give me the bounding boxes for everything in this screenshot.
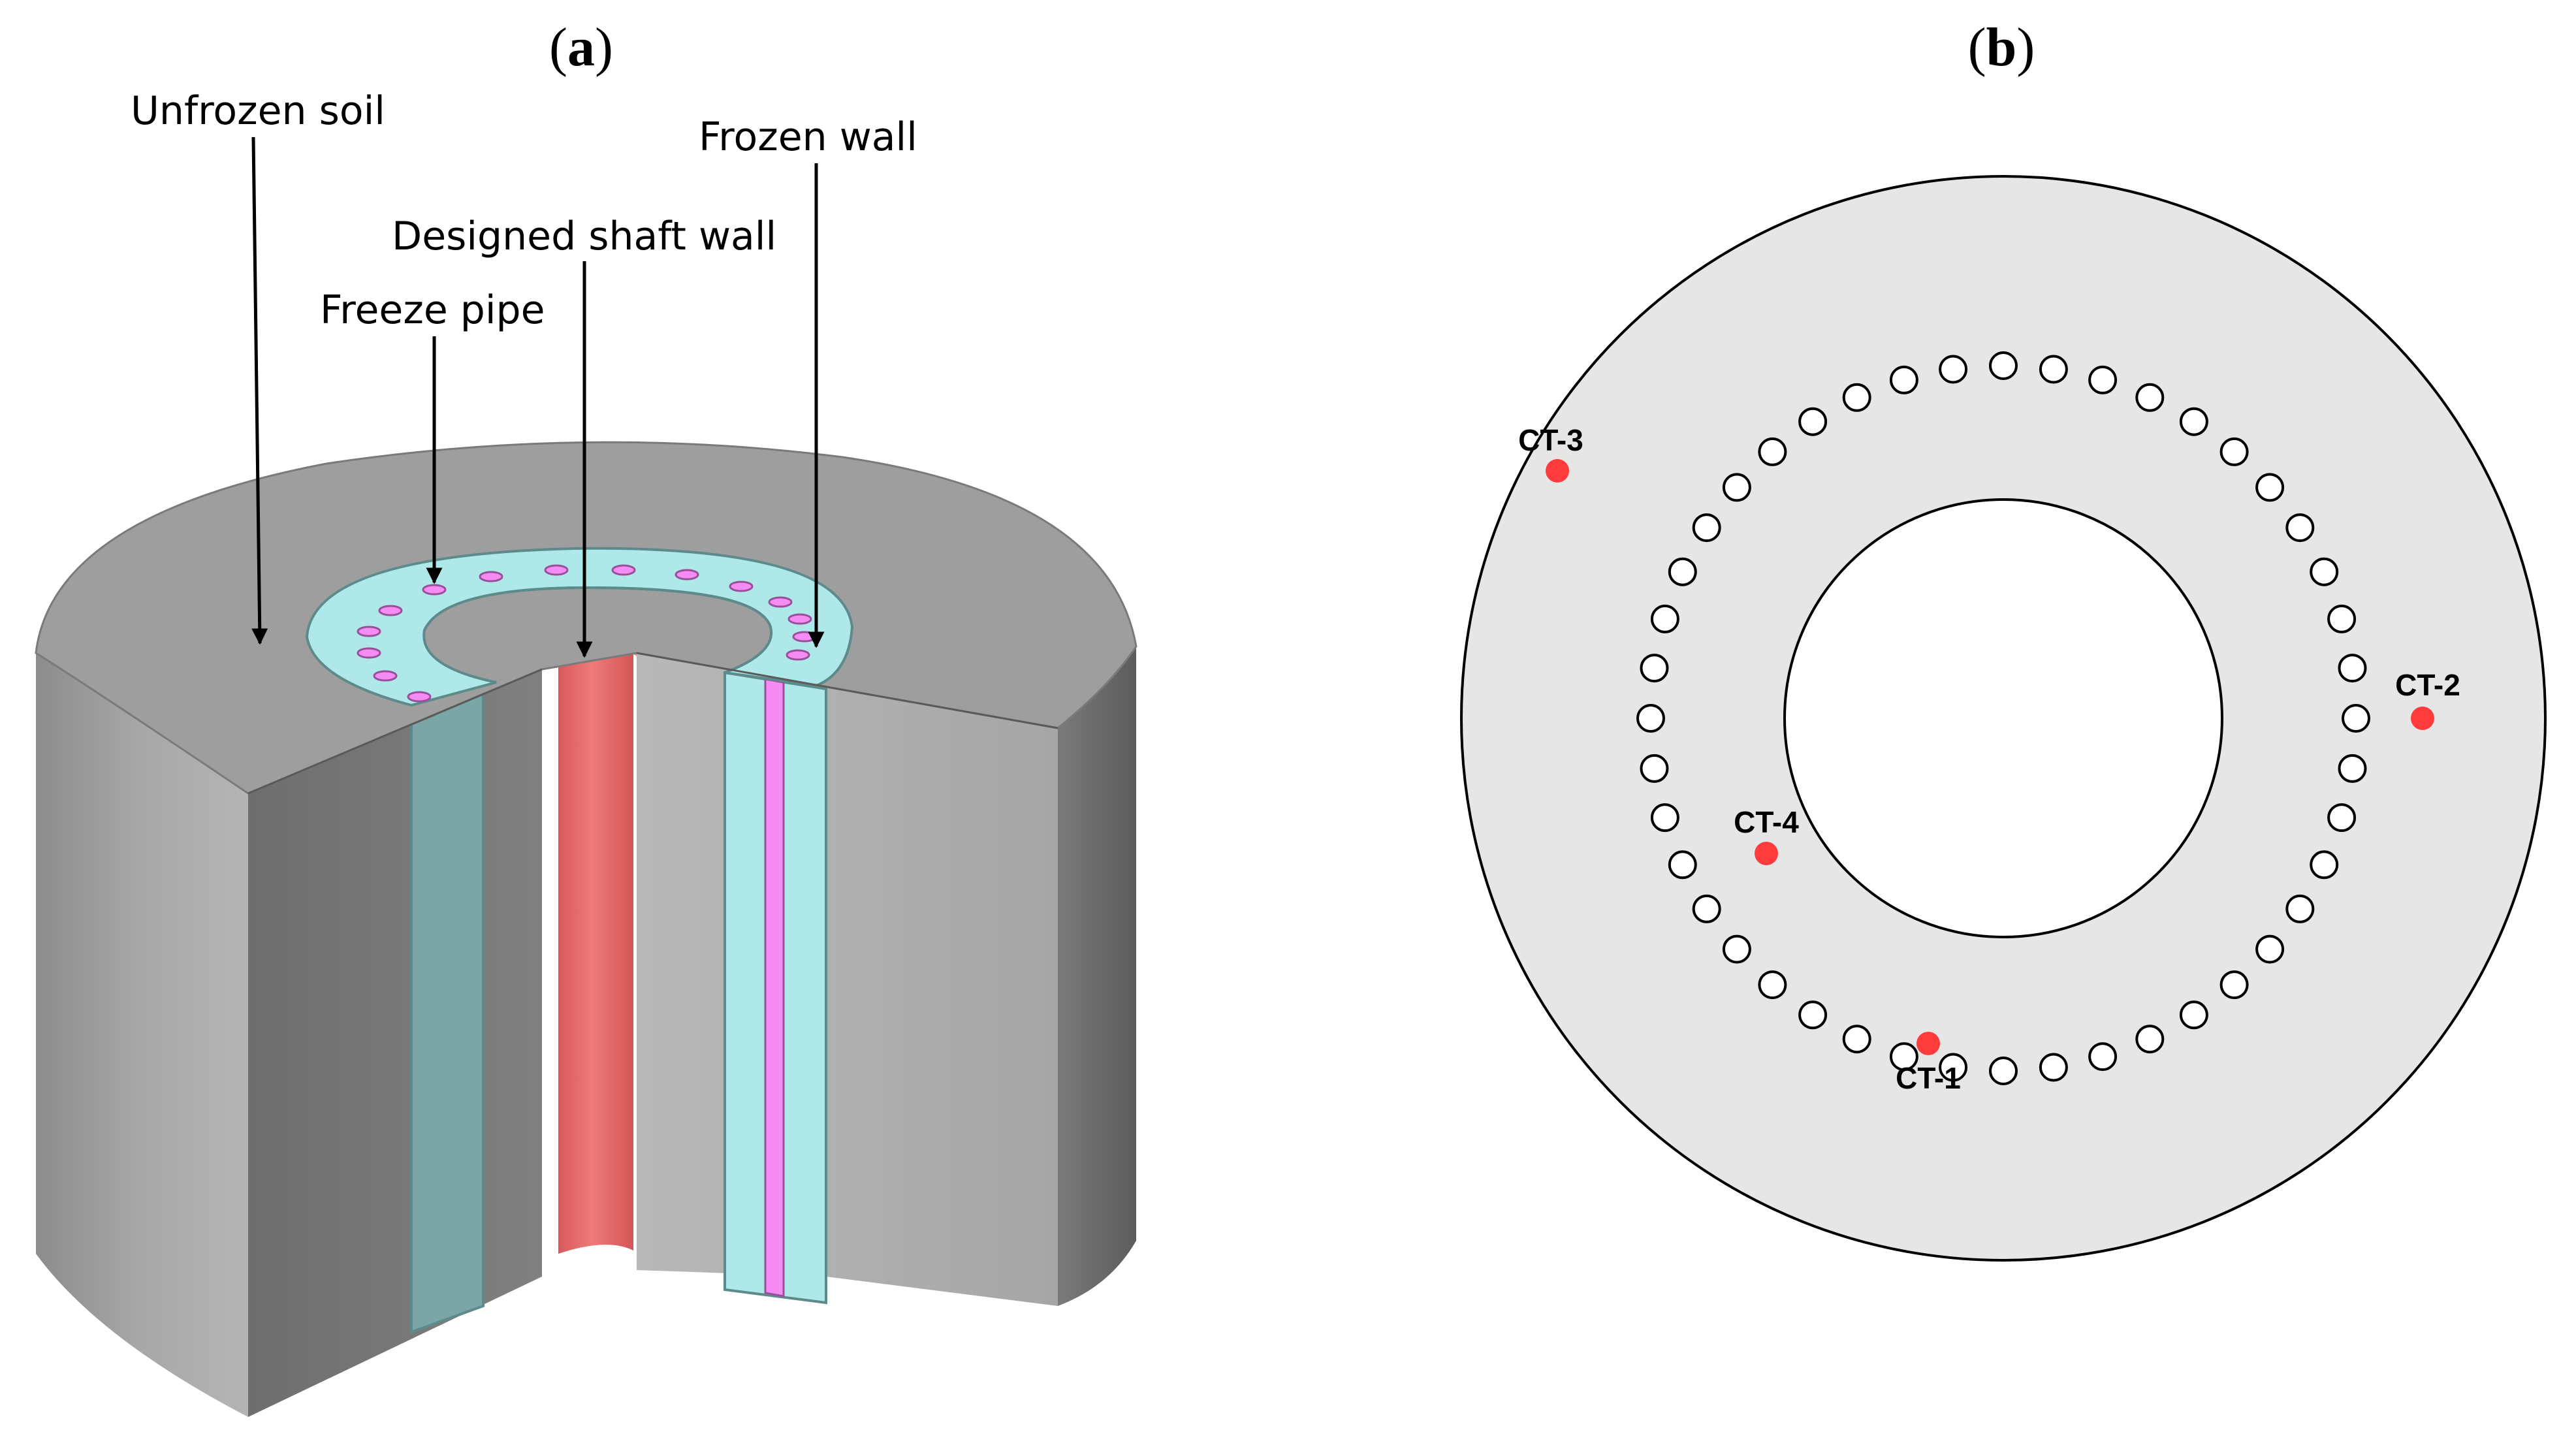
plan-freeze-pipe-ring — [1636, 351, 2370, 1085]
plan-shaft-excavation — [1783, 498, 2223, 938]
freeze-pipe-top — [357, 626, 381, 637]
freeze-pipe-top — [479, 571, 503, 582]
sensor-ct-3: CT-3 — [1518, 423, 1583, 483]
plan-freeze-pipe — [1640, 654, 1669, 683]
sensor-dot — [1755, 842, 1778, 865]
plan-freeze-pipe — [1640, 754, 1669, 783]
plan-freeze-pipe — [2135, 383, 2165, 412]
plan-freeze-pipe — [2255, 473, 2285, 502]
plan-freeze-pipe — [2179, 1000, 2208, 1030]
plan-freeze-pipe — [2285, 894, 2315, 923]
sensor-dot — [2411, 707, 2434, 730]
callout-designed-shaft-wall: Designed shaft wall — [392, 214, 776, 259]
plan-freeze-pipe — [1722, 934, 1751, 964]
sensor-dot — [1546, 459, 1569, 483]
plan-freeze-pipe — [1692, 513, 1721, 543]
plan-freeze-pipe — [2219, 970, 2249, 1000]
plan-freeze-pipe — [2342, 704, 2370, 733]
plan-freeze-pipe — [2310, 850, 2339, 880]
panel-b-label: (b) — [1968, 17, 2035, 78]
plan-freeze-pipe — [1989, 1057, 2018, 1085]
freeze-pipe-top — [544, 564, 569, 576]
plan-freeze-pipe — [2327, 604, 2357, 633]
plan-freeze-pipe — [2255, 934, 2285, 964]
panel-a-label: (a) — [549, 17, 613, 78]
soil-outer-right-face — [1058, 646, 1136, 1306]
plan-freeze-pipe — [2039, 1053, 2068, 1082]
plan-freeze-pipe — [2327, 803, 2357, 833]
inner-ring-edge — [423, 586, 772, 631]
soil-cut-face-right — [637, 653, 1058, 1306]
plan-freeze-pipe — [2310, 557, 2339, 586]
freeze-pipe-section — [764, 678, 785, 1297]
cut-edges — [247, 652, 1058, 795]
frozen-wall-section-left — [410, 677, 485, 1334]
sensor-label: CT-4 — [1734, 805, 1799, 839]
plan-freeze-pipe — [2338, 654, 2367, 683]
soil-cut-face-left — [248, 669, 542, 1417]
plan-freeze-pipe — [2338, 754, 2367, 783]
plan-freeze-pipe — [2219, 437, 2249, 466]
plan-freeze-pipe — [1758, 437, 1787, 466]
plan-freeze-pipe — [2135, 1025, 2165, 1054]
callout-unfrozen-soil: Unfrozen soil — [131, 88, 385, 134]
plan-freeze-pipe — [1650, 803, 1679, 833]
freeze-pipe-top — [422, 584, 447, 596]
sensor-ct-1: CT-1 — [1896, 1032, 1961, 1095]
freeze-pipe-top — [675, 569, 699, 581]
soil-outer-left-face — [36, 653, 248, 1417]
shaft-wall-section — [558, 646, 633, 1254]
panel-a: (a) — [35, 17, 1137, 1417]
sensor-label: CT-1 — [1896, 1061, 1961, 1095]
sensor-ct-4: CT-4 — [1734, 805, 1799, 865]
freeze-pipe-top — [729, 581, 754, 592]
plan-freeze-pipe — [2088, 365, 2118, 394]
plan-freeze-pipe — [1668, 850, 1697, 880]
plan-freeze-pipe — [1939, 1053, 1968, 1082]
callouts: Unfrozen soil Frozen wall Designed shaft… — [131, 88, 917, 658]
plan-freeze-pipe — [1989, 351, 2018, 380]
arrow-unfrozen-soil — [251, 136, 268, 645]
plan-freeze-pipe — [2285, 513, 2315, 543]
freeze-pipe-top — [786, 649, 810, 661]
plan-freeze-pipe — [1758, 970, 1787, 1000]
freeze-pipe-top — [792, 631, 817, 643]
plan-freeze-pipe — [2088, 1042, 2118, 1072]
plan-freeze-pipe — [1798, 407, 1828, 436]
freeze-pipe-top — [611, 564, 636, 576]
plan-freeze-pipe — [2039, 355, 2068, 384]
plan-freeze-pipe — [1636, 704, 1665, 733]
sensor-ct-2: CT-2 — [2395, 668, 2460, 730]
plan-freeze-pipe — [1939, 355, 1968, 384]
callout-frozen-wall: Frozen wall — [699, 114, 917, 160]
panel-b: (b) CT-1 CT-2 CT-3 CT-4 — [1460, 17, 2547, 1262]
freeze-pipe-top — [787, 613, 812, 625]
freeze-pipe-top — [373, 670, 398, 682]
callout-freeze-pipe: Freeze pipe — [320, 287, 545, 333]
plan-freeze-pipe — [1889, 1042, 1918, 1072]
plan-freeze-pipe — [1889, 365, 1918, 394]
sensor-label: CT-3 — [1518, 423, 1583, 457]
plan-freeze-pipe — [1650, 604, 1679, 633]
freeze-pipe-top — [407, 691, 432, 703]
plan-freeze-pipe — [1842, 383, 1871, 412]
plan-freeze-pipe — [1722, 473, 1751, 502]
freeze-pipe-top — [768, 596, 793, 608]
sensor-label: CT-2 — [2395, 668, 2460, 702]
plan-freeze-pipe — [1668, 557, 1697, 586]
plan-freeze-pipe — [1842, 1025, 1871, 1054]
plan-freeze-pipe — [1798, 1000, 1828, 1030]
sensor-dot — [1916, 1032, 1940, 1055]
freeze-pipe-ring-top — [357, 564, 817, 703]
freeze-pipe-top — [378, 605, 403, 616]
plan-freeze-pipe — [2179, 407, 2208, 436]
plan-freeze-pipe — [1692, 894, 1721, 923]
freeze-pipe-top — [357, 647, 381, 659]
